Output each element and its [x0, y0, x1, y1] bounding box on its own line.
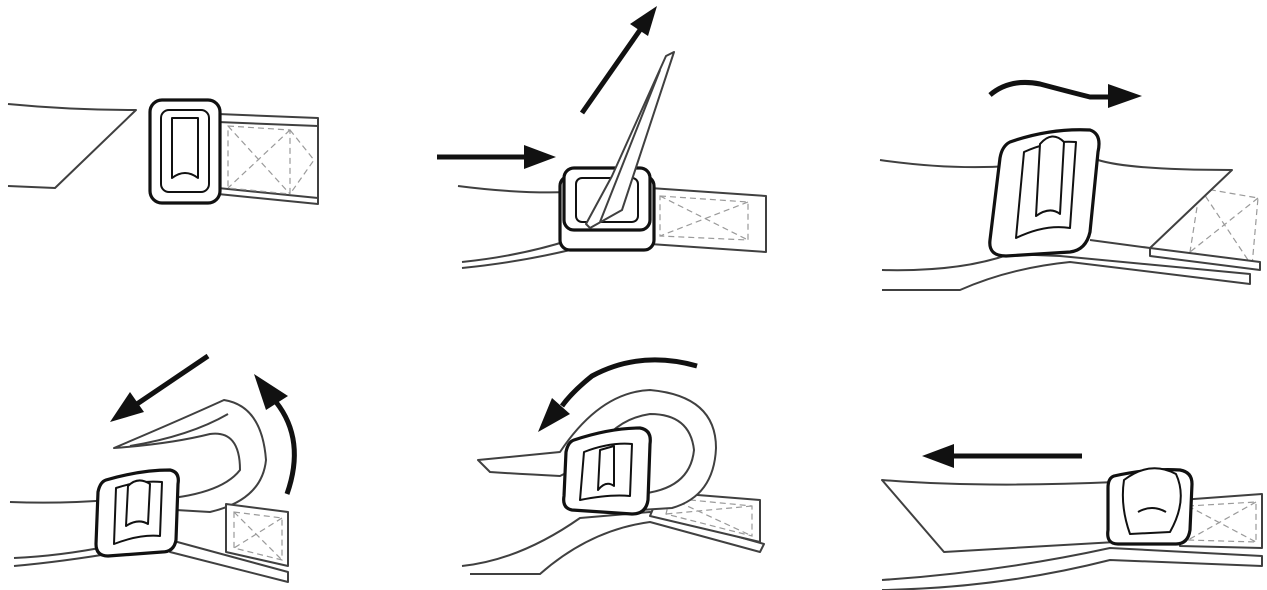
panel-6-arrow-pull-left	[922, 444, 1082, 468]
panel-6-strap-and-buckle	[882, 444, 1262, 590]
panel-1-strap-and-buckle	[8, 100, 318, 204]
panel-5-buckle	[564, 428, 651, 514]
panel-2-strap-and-buckle	[437, 6, 766, 268]
panel-4-buckle	[96, 470, 178, 556]
panel-3-arrow-over-right	[990, 82, 1142, 108]
panel-1-loose-strap-end	[8, 104, 136, 188]
panel-3-strap-and-buckle	[880, 82, 1260, 290]
panel-2-arrow-push-right	[437, 145, 556, 169]
panel-1-sewn-strap	[218, 114, 318, 204]
panel-3-buckle	[990, 130, 1099, 256]
panel-2-arrow-pull-up	[582, 6, 657, 113]
panel-4-arrow-pull-left	[110, 356, 208, 422]
panel-5-strap-and-buckle	[462, 360, 764, 574]
panel-6-buckle	[1108, 468, 1192, 544]
panel-4-strap-and-buckle	[10, 356, 294, 582]
panel-1-buckle	[150, 100, 220, 203]
